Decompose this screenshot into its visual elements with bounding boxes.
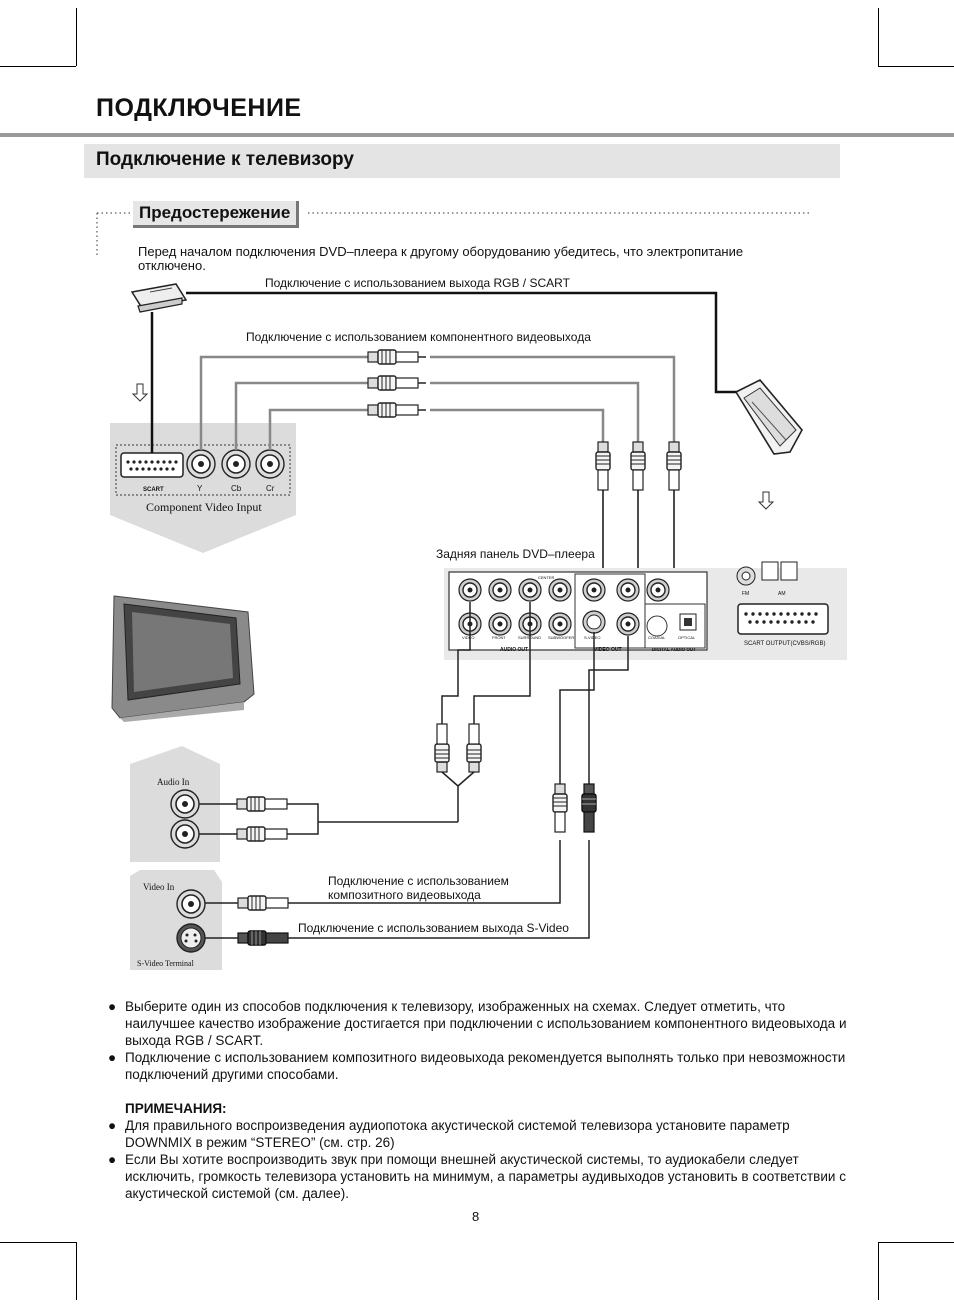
section-title: Подключение к телевизору	[96, 149, 354, 170]
caution-label: Предостережение	[133, 201, 300, 228]
tv-icon	[111, 595, 255, 722]
crop-mark	[76, 1242, 77, 1300]
connection-diagram: SCART Y Cb Cr Component Video Input	[110, 283, 847, 970]
panel-s-video-label: S-VIDEO	[584, 635, 600, 640]
bullet-icon: ●	[108, 1118, 117, 1133]
s-video-label: Подключение с использованием выхода S-Vi…	[298, 921, 569, 935]
bullet-list: ● Выберите один из способов подключения …	[108, 998, 848, 1202]
list-item: ● Для правильного воспроизведения аудиоп…	[108, 1117, 848, 1151]
notes-title: ПРИМЕЧАНИЯ:	[125, 1101, 227, 1116]
center-label: CENTER	[538, 575, 555, 580]
crop-mark	[878, 1242, 879, 1300]
cr-jack-label: Cr	[266, 484, 275, 493]
cb-jack-label: Cb	[231, 484, 242, 493]
fm-label: FM	[742, 591, 749, 597]
y-jack-label: Y	[197, 484, 203, 493]
audio-in-panel	[130, 746, 220, 862]
caution-frame	[96, 212, 810, 258]
composite-label-line2: композитного видеовыхода	[328, 888, 481, 902]
s-video-terminal-label: S-Video Terminal	[137, 959, 195, 968]
list-item: ● Если Вы хотите воспроизводить звук при…	[108, 1151, 848, 1202]
title-rule	[0, 133, 954, 137]
page-number: 8	[472, 1209, 480, 1224]
front-label: FRONT	[492, 635, 506, 640]
note-text: Если Вы хотите воспроизводить звук при п…	[125, 1152, 846, 1201]
scart-plug-icon	[130, 283, 188, 313]
composite-label-line1: Подключение с использованием	[328, 874, 509, 888]
scart-output-label: SCART OUTPUT(CVBS/RGB)	[744, 641, 825, 647]
list-item: ● Подключение с использованием композитн…	[108, 1049, 848, 1083]
crop-mark	[76, 8, 77, 66]
s-video-plug-icon	[581, 783, 597, 833]
scart-jack-label: SCART	[143, 487, 164, 493]
digital-audio-out-label: DIGITAL AUDIO OUT	[652, 647, 696, 652]
optical-label: OPTICAL	[678, 635, 696, 640]
bullet-text: Подключение с использованием композитног…	[125, 1050, 846, 1082]
down-arrow-icon	[131, 383, 775, 510]
audio-in-label: Audio In	[157, 777, 190, 787]
subwoofer-label: SUBWOOFER	[548, 635, 574, 640]
bullet-icon: ●	[108, 1050, 117, 1065]
crop-mark	[878, 66, 954, 67]
rear-panel-label: Задняя панель DVD–плеера	[436, 547, 595, 561]
bullet-icon: ●	[108, 1152, 117, 1167]
video-in-label: Video In	[143, 882, 175, 892]
crop-mark	[878, 8, 879, 66]
crop-mark	[0, 1242, 76, 1243]
panel-video-label: VIDEO	[462, 635, 474, 640]
component-input-caption: Component Video Input	[146, 500, 262, 514]
scart-plug-icon	[734, 379, 803, 455]
bullet-text: Выберите один из способов подключения к …	[125, 999, 847, 1048]
rgb-scart-label: Подключение с использованием выхода RGB …	[265, 276, 570, 290]
video-in-panel	[130, 870, 222, 970]
coaxial-label: COAXIAL	[648, 635, 666, 640]
crop-mark	[0, 66, 76, 67]
audio-out-label: AUDIO OUT	[500, 647, 528, 653]
list-item: ● Выберите один из способов подключения …	[108, 998, 848, 1049]
am-label: AM	[778, 591, 786, 597]
section-bar	[84, 144, 840, 178]
caution-text: Перед началом подключения DVD–плеера к д…	[138, 244, 744, 273]
component-input-panel	[110, 423, 296, 553]
bullet-icon: ●	[108, 999, 117, 1014]
note-text: Для правильного воспроизведения аудиопот…	[125, 1118, 790, 1150]
page-title: ПОДКЛЮЧЕНИЕ	[96, 94, 302, 122]
crop-mark	[878, 1242, 954, 1243]
video-out-label: VIDEO OUT	[594, 647, 622, 653]
component-label: Подключение с использованием компонентно…	[246, 330, 591, 344]
dvd-rear-panel	[444, 561, 847, 660]
